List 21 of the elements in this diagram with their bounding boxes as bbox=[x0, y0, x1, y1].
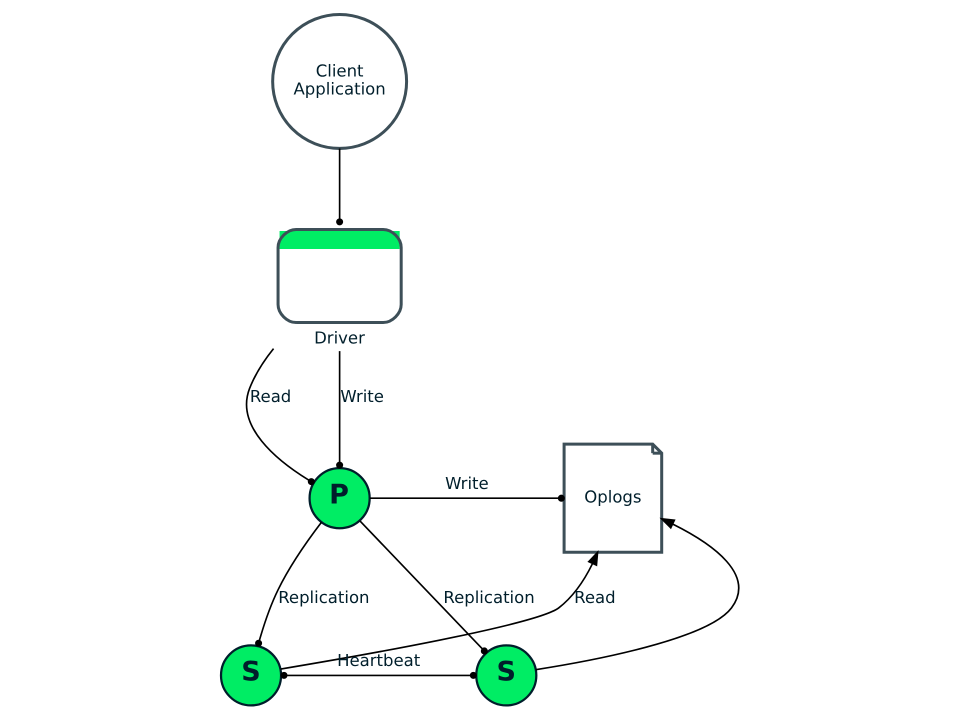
node-label: Driver bbox=[314, 328, 365, 348]
node-circle: Client Application bbox=[271, 13, 408, 150]
edge-label: Write bbox=[340, 386, 384, 406]
connector bbox=[359, 520, 488, 654]
arrow bbox=[280, 550, 599, 670]
edge-label: Heartbeat bbox=[337, 651, 420, 670]
connector bbox=[255, 522, 322, 647]
connector bbox=[280, 672, 477, 679]
connector bbox=[246, 348, 315, 486]
edge-label: Replication bbox=[278, 588, 370, 608]
connector bbox=[370, 494, 565, 502]
arrow bbox=[536, 518, 740, 670]
edge-label: Write bbox=[445, 474, 489, 493]
edge-label: Read bbox=[250, 386, 292, 406]
node-box bbox=[276, 228, 403, 324]
node-circle: S bbox=[475, 644, 538, 707]
edge-label: Read bbox=[574, 588, 616, 608]
edge-label: Replication bbox=[443, 588, 535, 608]
connector bbox=[336, 351, 344, 469]
connector bbox=[336, 148, 344, 226]
node-circle: S bbox=[220, 644, 282, 707]
